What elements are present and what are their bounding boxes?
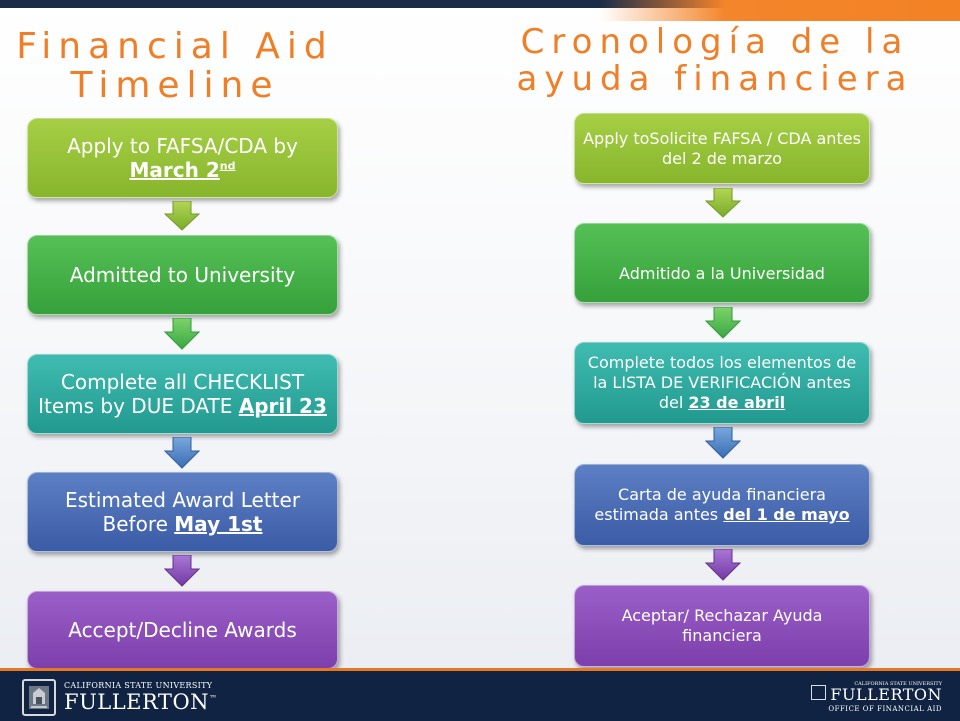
- csuf-logo-right: CALIFORNIA STATE UNIVERSITY FULLERTON OF…: [811, 682, 942, 713]
- step-apply-fafsa: Apply to FAFSA/CDA by March 2nd: [27, 118, 338, 198]
- paso-lista-verificacion-date: 23 de abril: [688, 393, 786, 412]
- down-arrow-icon: [164, 318, 200, 350]
- title-spanish-line2: ayuda financiera: [516, 58, 914, 99]
- top-bar-accent: [600, 0, 960, 21]
- down-arrow-icon: [164, 201, 200, 231]
- title-english-line1: Financial Aid: [16, 26, 334, 67]
- footer-left-university: CALIFORNIA STATE UNIVERSITY: [64, 681, 213, 690]
- step-apply-fafsa-date-suffix: nd: [219, 159, 236, 173]
- paso-admitido: Admitido a la Universidad: [574, 223, 870, 303]
- paso-aceptar-rechazar-text: Aceptar/ Rechazar Ayuda financiera: [621, 606, 823, 645]
- step-accept-decline-text: Accept/Decline Awards: [68, 618, 297, 642]
- paso-carta-ayuda: Carta de ayuda financiera estimada antes…: [574, 464, 870, 546]
- paso-lista-verificacion: Complete todos los elementos de la LISTA…: [574, 342, 870, 424]
- step-checklist-date: April 23: [238, 394, 327, 418]
- paso-solicitar-fafsa: Apply toSolicite FAFSA / CDA antes del 2…: [574, 113, 870, 184]
- footer-left-fullerton: FULLERTON: [64, 690, 210, 714]
- down-arrow-icon: [164, 555, 200, 587]
- down-arrow-icon: [705, 307, 741, 339]
- step-apply-fafsa-date: March 2: [129, 158, 220, 182]
- footer-right-office: OFFICE OF FINANCIAL AID: [828, 705, 942, 713]
- footer-accent-line: [0, 668, 960, 671]
- down-arrow-icon: [164, 437, 200, 469]
- university-seal-icon: [811, 685, 827, 700]
- step-award-letter: Estimated Award Letter Before May 1st: [27, 472, 338, 552]
- footer-left-tm: ™: [209, 694, 218, 703]
- paso-admitido-text: Admitido a la Universidad: [619, 264, 825, 283]
- footer-right-university: CALIFORNIA STATE UNIVERSITY: [854, 681, 942, 687]
- title-english: Financial Aid Timeline: [0, 26, 350, 106]
- paso-lista-verificacion-text: Complete todos los elementos de la LISTA…: [587, 353, 857, 412]
- down-arrow-icon: [705, 188, 741, 218]
- csuf-logo-left: CALIFORNIA STATE UNIVERSITY FULLERTON™: [22, 679, 218, 716]
- step-admitted-text: Admitted to University: [69, 263, 296, 287]
- paso-aceptar-rechazar: Aceptar/ Rechazar Ayuda financiera: [574, 585, 870, 667]
- down-arrow-icon: [705, 427, 741, 459]
- footer-bar: [0, 670, 960, 721]
- step-admitted: Admitted to University: [27, 235, 338, 315]
- title-spanish: Cronología de la ayuda financiera: [500, 24, 930, 97]
- step-checklist-text: Complete all CHECKLIST Items by DUE DATE: [38, 370, 305, 418]
- paso-carta-ayuda-text: Carta de ayuda financiera estimada antes: [594, 485, 826, 524]
- paso-carta-ayuda-date: del 1 de mayo: [723, 505, 850, 524]
- step-award-letter-date: May 1st: [174, 512, 263, 536]
- step-apply-fafsa-text: Apply to FAFSA/CDA by: [67, 134, 298, 158]
- university-seal-icon: [22, 679, 56, 716]
- step-accept-decline: Accept/Decline Awards: [27, 591, 338, 669]
- title-english-line2: Timeline: [70, 64, 280, 106]
- paso-solicitar-fafsa-text: Apply toSolicite FAFSA / CDA antes del 2…: [583, 128, 861, 168]
- down-arrow-icon: [705, 549, 741, 581]
- title-spanish-line1: Cronología de la: [520, 22, 910, 62]
- step-checklist: Complete all CHECKLIST Items by DUE DATE…: [27, 354, 338, 434]
- top-bar: [0, 0, 960, 8]
- step-award-letter-text: Estimated Award Letter Before: [64, 488, 301, 536]
- footer-right-fullerton: FULLERTON: [830, 685, 942, 704]
